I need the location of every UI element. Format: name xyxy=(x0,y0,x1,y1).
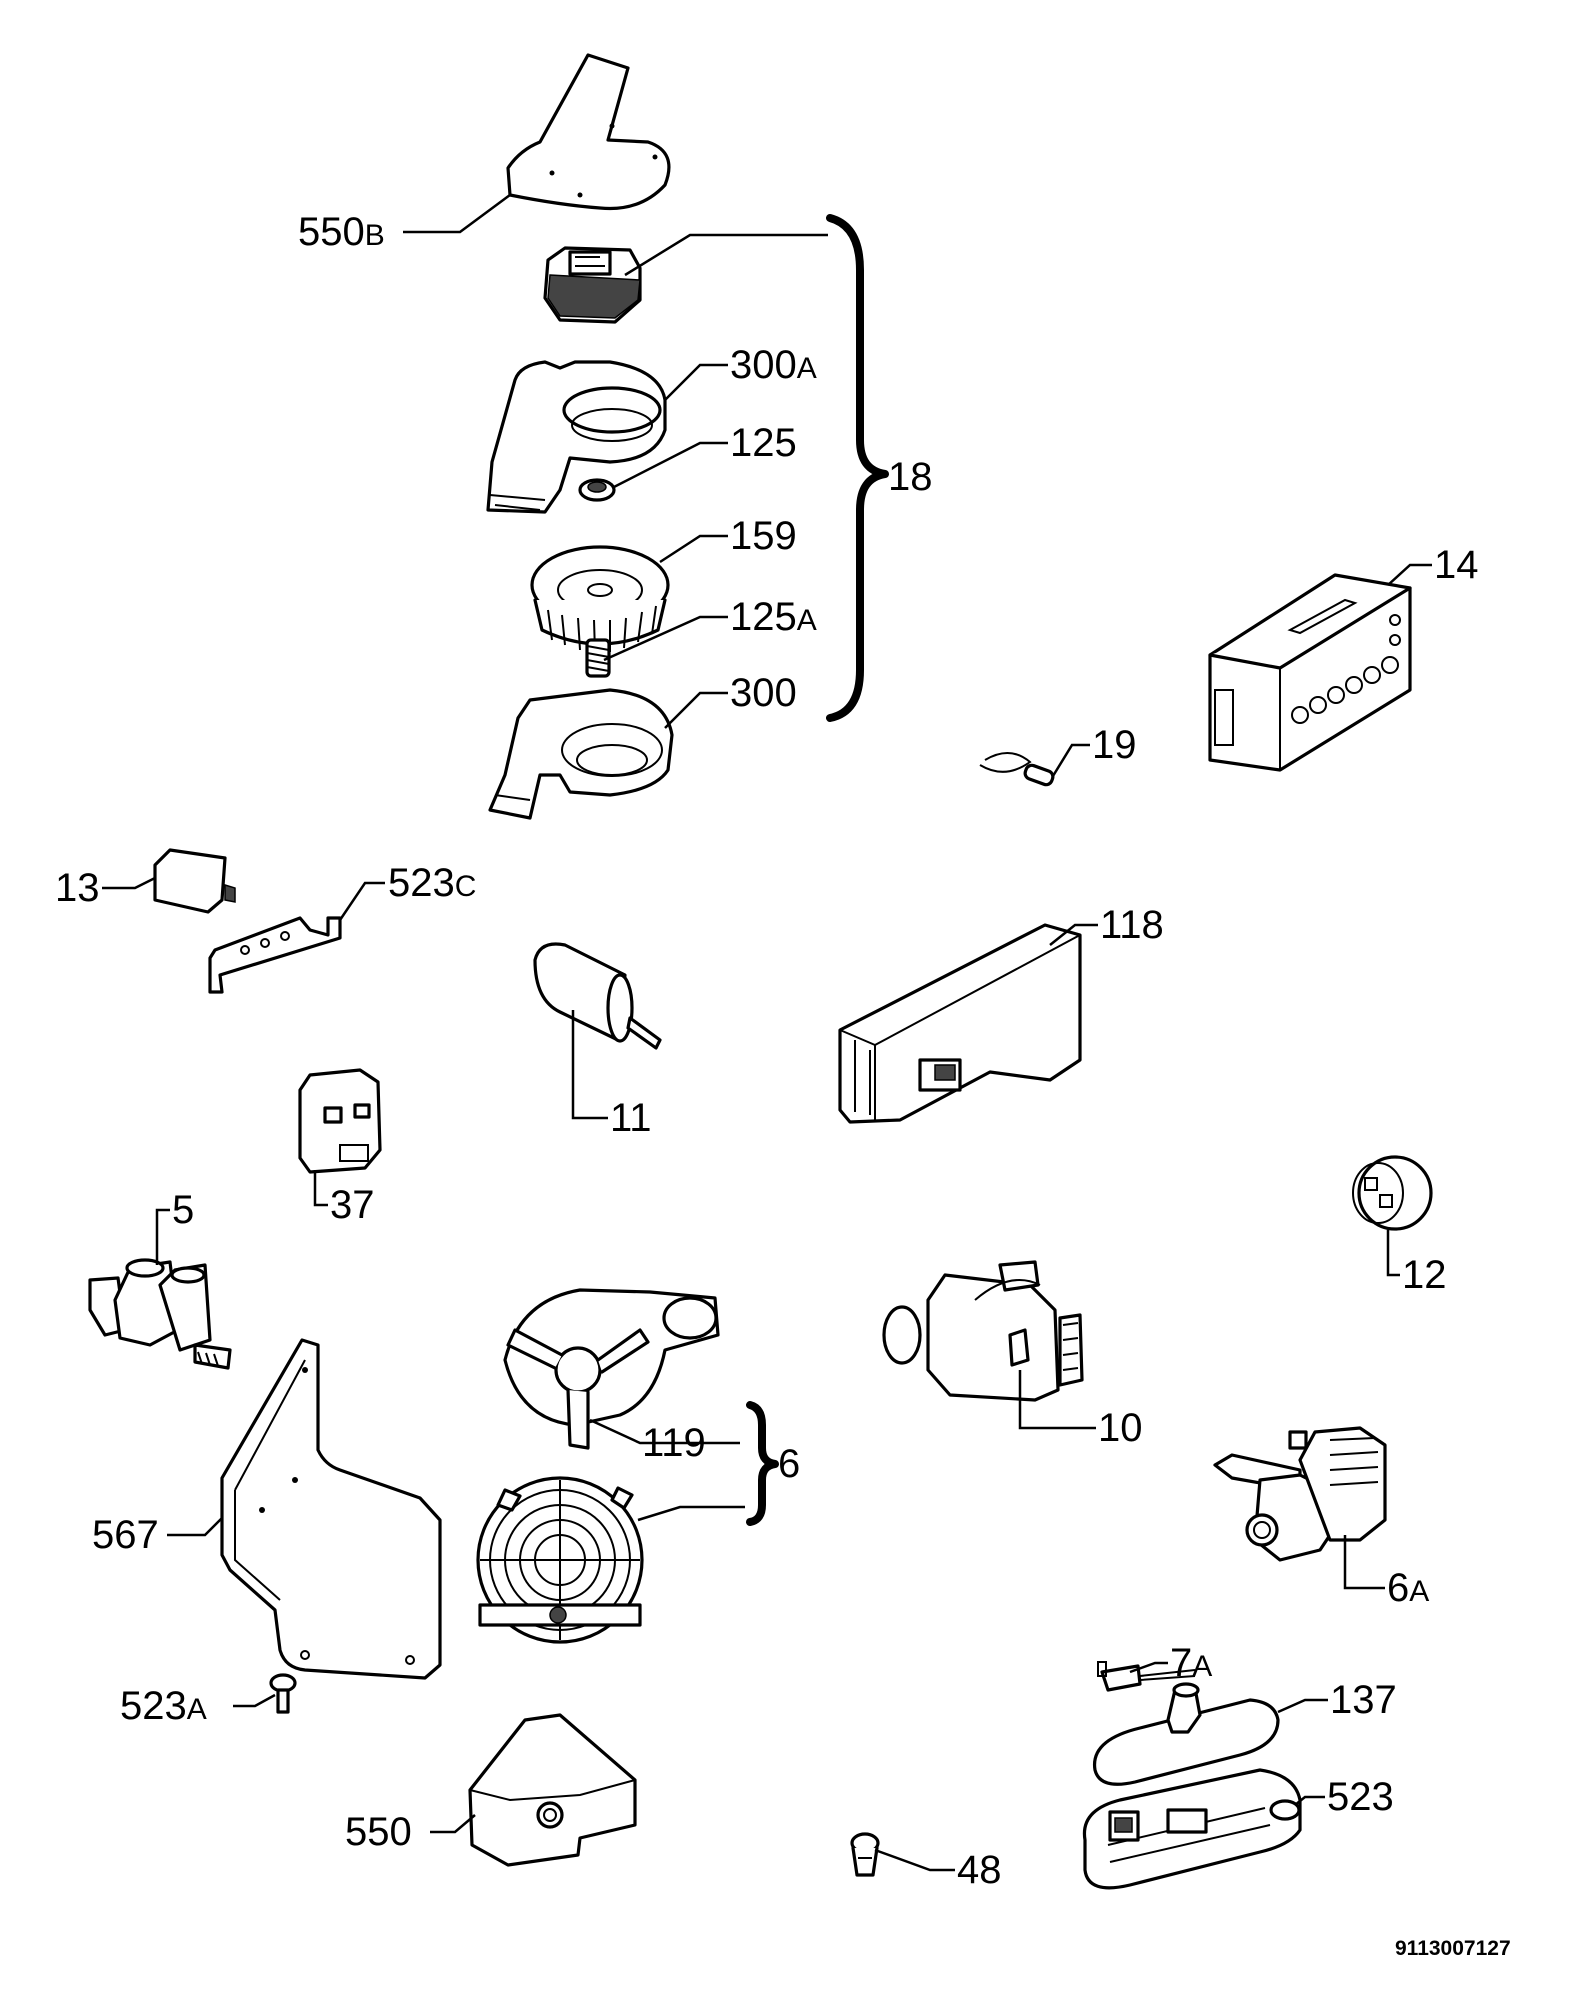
label-118: 118 xyxy=(1100,903,1164,947)
label-37: 37 xyxy=(330,1183,375,1227)
part-125-bearing xyxy=(578,478,616,502)
part-14-control-board xyxy=(1208,573,1412,772)
part-11-capacitor xyxy=(533,942,662,1050)
label-48: 48 xyxy=(957,1848,1002,1892)
label-523a: 523A xyxy=(120,1684,207,1728)
part-523a-screw xyxy=(269,1673,297,1714)
label-10: 10 xyxy=(1098,1406,1143,1450)
document-number: 9113007127 xyxy=(1395,1937,1511,1960)
label-300: 300 xyxy=(730,671,797,715)
label-523c: 523C xyxy=(388,861,476,905)
label-567: 567 xyxy=(92,1513,159,1557)
bracket-18 xyxy=(826,214,889,722)
label-119: 119 xyxy=(642,1421,706,1465)
label-12: 12 xyxy=(1402,1253,1447,1297)
part-5-valve xyxy=(88,1258,232,1370)
part-159-impeller xyxy=(530,545,670,653)
label-550b: 550B xyxy=(298,210,385,254)
part-pump-grille xyxy=(476,1476,644,1644)
label-7a: 7A xyxy=(1170,1641,1212,1685)
part-300a-upper-housing xyxy=(486,360,667,514)
label-6a: 6A xyxy=(1387,1566,1429,1610)
part-300-lower-housing xyxy=(488,688,674,820)
label-6: 6 xyxy=(778,1442,800,1486)
part-19-sensor xyxy=(979,752,1055,787)
part-48-valve xyxy=(850,1832,880,1877)
part-6a-drain-pump xyxy=(1213,1426,1387,1562)
label-5: 5 xyxy=(172,1188,194,1232)
part-12-knob xyxy=(1352,1155,1433,1231)
part-550b-cover xyxy=(506,53,671,211)
part-523-base-tray xyxy=(1082,1768,1302,1890)
label-11: 11 xyxy=(610,1096,652,1140)
part-10-heater xyxy=(882,1260,1084,1402)
part-13-switch xyxy=(153,848,236,914)
part-523c-bracket xyxy=(208,916,342,994)
label-550: 550 xyxy=(345,1810,412,1854)
label-137: 137 xyxy=(1330,1678,1397,1722)
label-125: 125 xyxy=(730,421,797,465)
label-18: 18 xyxy=(888,455,933,499)
part-125a-spring xyxy=(585,638,611,678)
part-119-pump-housing xyxy=(503,1288,720,1450)
label-159: 159 xyxy=(730,514,797,558)
label-19: 19 xyxy=(1092,723,1137,767)
part-motor xyxy=(543,246,642,324)
label-125a: 125A xyxy=(730,595,817,639)
part-567-shield xyxy=(220,1338,442,1680)
label-523: 523 xyxy=(1327,1775,1394,1819)
label-300a: 300A xyxy=(730,343,817,387)
part-137-float-lid xyxy=(1092,1682,1280,1786)
label-13: 13 xyxy=(55,866,100,910)
part-550-cover xyxy=(468,1713,637,1867)
bracket-6 xyxy=(746,1401,779,1526)
label-14: 14 xyxy=(1434,543,1479,587)
leader-lines xyxy=(102,193,1432,1872)
part-118-dispenser xyxy=(838,923,1082,1124)
part-37-box xyxy=(298,1068,382,1174)
